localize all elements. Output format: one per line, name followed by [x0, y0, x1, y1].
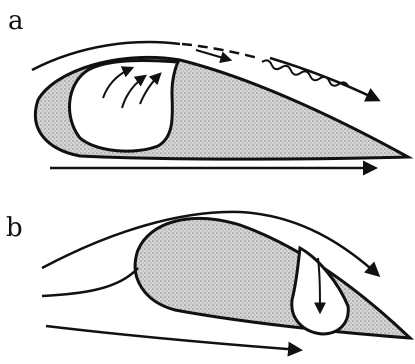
- panel-b-middle-streamline: [42, 268, 138, 296]
- panel-a-wake-arrow: [196, 50, 230, 60]
- panel-b: [42, 212, 410, 350]
- panel-a-upper-trailing-arrow: [270, 58, 378, 100]
- panel-a-dashed-streamline: [182, 44, 258, 58]
- panel-a-separation-bubble: [70, 60, 178, 151]
- panel-a: [32, 42, 408, 168]
- panel-b-airfoil: [135, 218, 410, 338]
- panel-a-turbulent-wake: [261, 59, 349, 90]
- panel-b-lower-streamline: [46, 326, 300, 350]
